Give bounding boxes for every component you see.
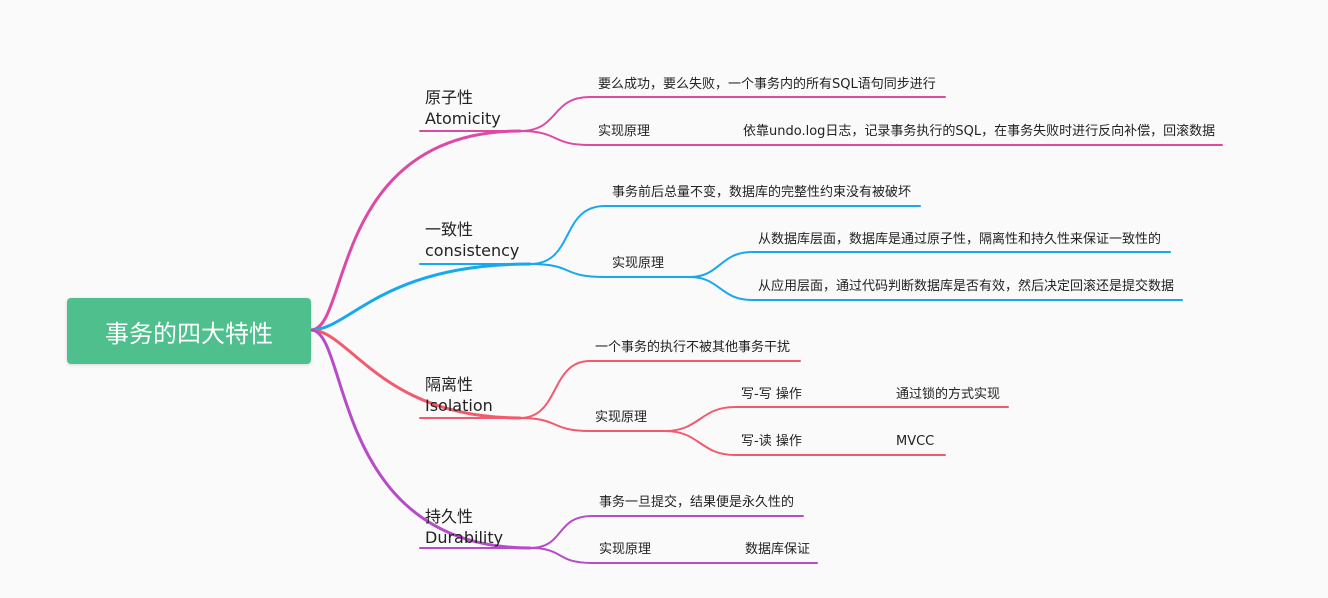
consistency-impl-d2[interactable]: 从应用层面，通过代码判断数据库是否有效，然后决定回滚还是提交数据 [758,279,1175,294]
atomicity-impl[interactable]: 实现原理 [598,124,651,139]
node-atomicity[interactable]: 原子性 Atomicity [425,87,501,129]
edge-root-atomicity [309,129,522,332]
isolation-wr-detail[interactable]: MVCC [896,434,935,449]
edge-atomicity-c1 [519,96,946,132]
consistency-impl[interactable]: 实现原理 [612,256,665,271]
edge-durability-impl [529,547,818,564]
atomicity-c1[interactable]: 要么成功，要么失败，一个事务内的所有SQL语句同步进行 [598,77,936,92]
edge-isolation-impl [519,417,666,432]
edge-isolation-ww [664,406,881,432]
atomicity-impl-detail[interactable]: 依靠undo.log日志，记录事务执行的SQL，在事务失败时进行反向补偿，回滚数… [743,124,1216,139]
edge-root-consistency [309,262,532,332]
isolation-ww-detail[interactable]: 通过锁的方式实现 [896,387,1001,402]
isolation-c1[interactable]: 一个事务的执行不被其他事务干扰 [595,340,791,355]
edge-atomicity-impl [519,130,1223,146]
root-label: 事务的四大特性 [105,319,273,348]
consistency-title: 一致性 [425,220,474,239]
isolation-subtitle: Isolation [425,396,493,415]
consistency-subtitle: consistency [425,241,520,260]
edge-root-isolation [309,328,522,420]
consistency-impl-d1[interactable]: 从数据库层面，数据库是通过原子性，隔离性和持久性来保证一致性的 [758,232,1162,247]
edge-isolation-wr [664,430,881,456]
edge-isolation-c1 [519,360,801,419]
atomicity-subtitle: Atomicity [425,109,501,128]
durability-title: 持久性 [425,507,474,526]
node-isolation[interactable]: 隔离性 Isolation [425,374,493,416]
node-durability[interactable]: 持久性 Durability [425,506,503,548]
isolation-wr[interactable]: 写-读 操作 [741,434,802,449]
edge-consistency-d1 [689,251,1171,278]
edge-consistency-d2 [689,276,1183,301]
edge-durability-c1 [529,515,804,549]
node-consistency[interactable]: 一致性 consistency [425,219,519,261]
durability-c1[interactable]: 事务一旦提交，结果便是永久性的 [599,495,795,510]
isolation-ww[interactable]: 写-写 操作 [741,387,802,402]
durability-impl[interactable]: 实现原理 [599,542,652,557]
isolation-title: 隔离性 [425,375,474,394]
edge-consistency-c1 [529,205,921,265]
atomicity-title: 原子性 [425,88,474,107]
isolation-impl[interactable]: 实现原理 [595,410,648,425]
durability-subtitle: Durability [425,528,504,547]
edge-consistency-impl [529,263,691,278]
consistency-c1[interactable]: 事务前后总量不变，数据库的完整性约束没有被破坏 [612,185,912,200]
root-node[interactable]: 事务的四大特性 [67,298,311,364]
durability-impl-detail[interactable]: 数据库保证 [745,542,811,557]
edge-root-durability [309,328,532,550]
